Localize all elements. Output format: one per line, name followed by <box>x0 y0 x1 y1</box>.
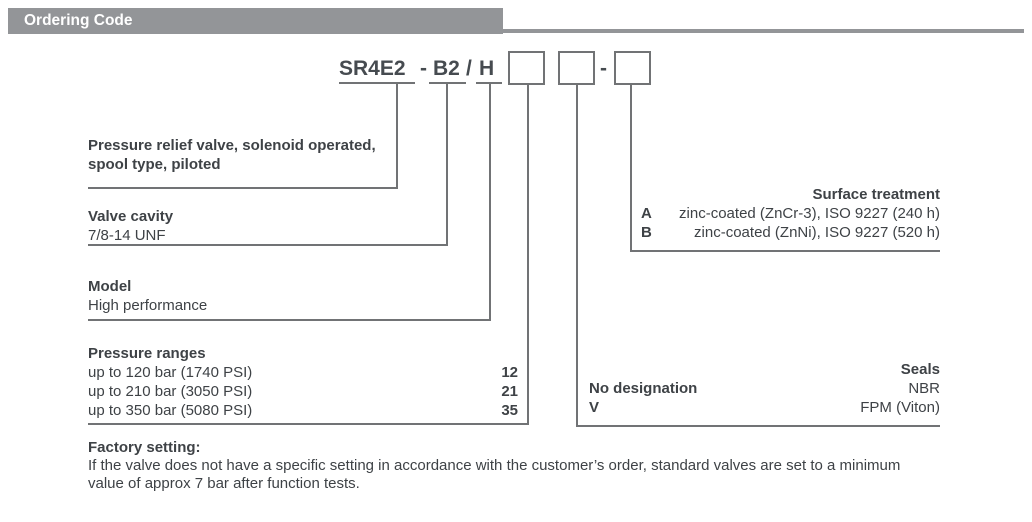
pressure-ranges-section: Pressure ranges up to 120 bar (1740 PSI)… <box>88 344 518 420</box>
valve-cavity-value: 7/8-14 UNF <box>88 227 166 244</box>
seals-title: Seals <box>900 361 940 378</box>
pressure-ranges-title: Pressure ranges <box>88 345 206 362</box>
section-header: Ordering Code <box>8 8 503 34</box>
surface-treatment-box <box>614 51 651 85</box>
surface-treatment-label: zinc-coated (ZnCr-3), ISO 9227 (240 h) <box>679 205 940 222</box>
seals-section: Seals No designation NBR V FPM (Viton) <box>589 360 940 417</box>
seals-box <box>558 51 595 85</box>
surface-treatment-code: B <box>641 224 652 241</box>
factory-setting-title: Factory setting: <box>88 439 201 456</box>
surface-treatment-option: B zinc-coated (ZnNi), ISO 9227 (520 h) <box>641 223 940 242</box>
code-separator-1: - <box>420 57 427 80</box>
valve-description-line1: Pressure relief valve, solenoid operated… <box>88 137 376 154</box>
seals-label: NBR <box>908 380 940 397</box>
factory-setting-line2: value of approx 7 bar after function tes… <box>88 475 360 492</box>
connector-cavity-vertical <box>446 82 448 246</box>
pressure-range-label: up to 350 bar (5080 PSI) <box>88 402 253 419</box>
seals-option: V FPM (Viton) <box>589 398 940 417</box>
section-title: Ordering Code <box>24 12 133 29</box>
pressure-range-label: up to 120 bar (1740 PSI) <box>88 364 253 381</box>
code-base: SR4E2 <box>339 57 406 80</box>
surface-treatment-code: A <box>641 205 652 222</box>
surface-treatment-title: Surface treatment <box>812 186 940 203</box>
pressure-range-option: up to 350 bar (5080 PSI) 35 <box>88 401 518 420</box>
seals-code: No designation <box>589 380 698 397</box>
connector-model-horizontal <box>88 319 491 321</box>
connector-base-vertical <box>396 82 398 189</box>
valve-cavity-section: Valve cavity 7/8-14 UNF <box>88 207 173 245</box>
underline-base <box>339 82 415 84</box>
connector-cavity-horizontal <box>88 244 448 246</box>
code-part-3: H <box>479 57 495 80</box>
code-separator-2: / <box>466 57 472 80</box>
connector-description-horizontal <box>88 187 398 189</box>
box-dash: - <box>600 57 607 80</box>
header-rule <box>503 29 1024 33</box>
code-part-2: B2 <box>433 57 460 80</box>
model-value: High performance <box>88 297 208 314</box>
pressure-range-code: 35 <box>501 402 518 419</box>
surface-treatment-option: A zinc-coated (ZnCr-3), ISO 9227 (240 h) <box>641 204 940 223</box>
pressure-range-code: 21 <box>501 383 518 400</box>
connector-seals-vertical <box>576 83 578 427</box>
factory-setting-line1: If the valve does not have a specific se… <box>88 457 901 474</box>
factory-setting-section: Factory setting: If the valve does not h… <box>88 439 948 493</box>
pressure-range-code: 12 <box>501 364 518 381</box>
valve-cavity-title: Valve cavity <box>88 208 174 225</box>
connector-surface-vertical <box>630 83 632 252</box>
pressure-range-box <box>508 51 545 85</box>
connector-pressure-horizontal <box>88 423 529 425</box>
surface-treatment-label: zinc-coated (ZnNi), ISO 9227 (520 h) <box>694 224 940 241</box>
pressure-range-option: up to 120 bar (1740 PSI) 12 <box>88 363 518 382</box>
surface-treatment-section: Surface treatment A zinc-coated (ZnCr-3)… <box>641 185 940 242</box>
pressure-range-label: up to 210 bar (3050 PSI) <box>88 383 253 400</box>
connector-pressure-vertical <box>527 83 529 425</box>
valve-description-line2: spool type, piloted <box>88 156 221 173</box>
model-section: Model High performance <box>88 277 207 315</box>
connector-seals-horizontal <box>576 425 940 427</box>
seals-option: No designation NBR <box>589 379 940 398</box>
connector-model-vertical <box>489 82 491 321</box>
pressure-range-option: up to 210 bar (3050 PSI) 21 <box>88 382 518 401</box>
valve-description: Pressure relief valve, solenoid operated… <box>88 136 376 174</box>
seals-label: FPM (Viton) <box>860 399 940 416</box>
model-title: Model <box>88 278 132 295</box>
seals-code: V <box>589 399 600 416</box>
connector-surface-horizontal <box>630 250 940 252</box>
